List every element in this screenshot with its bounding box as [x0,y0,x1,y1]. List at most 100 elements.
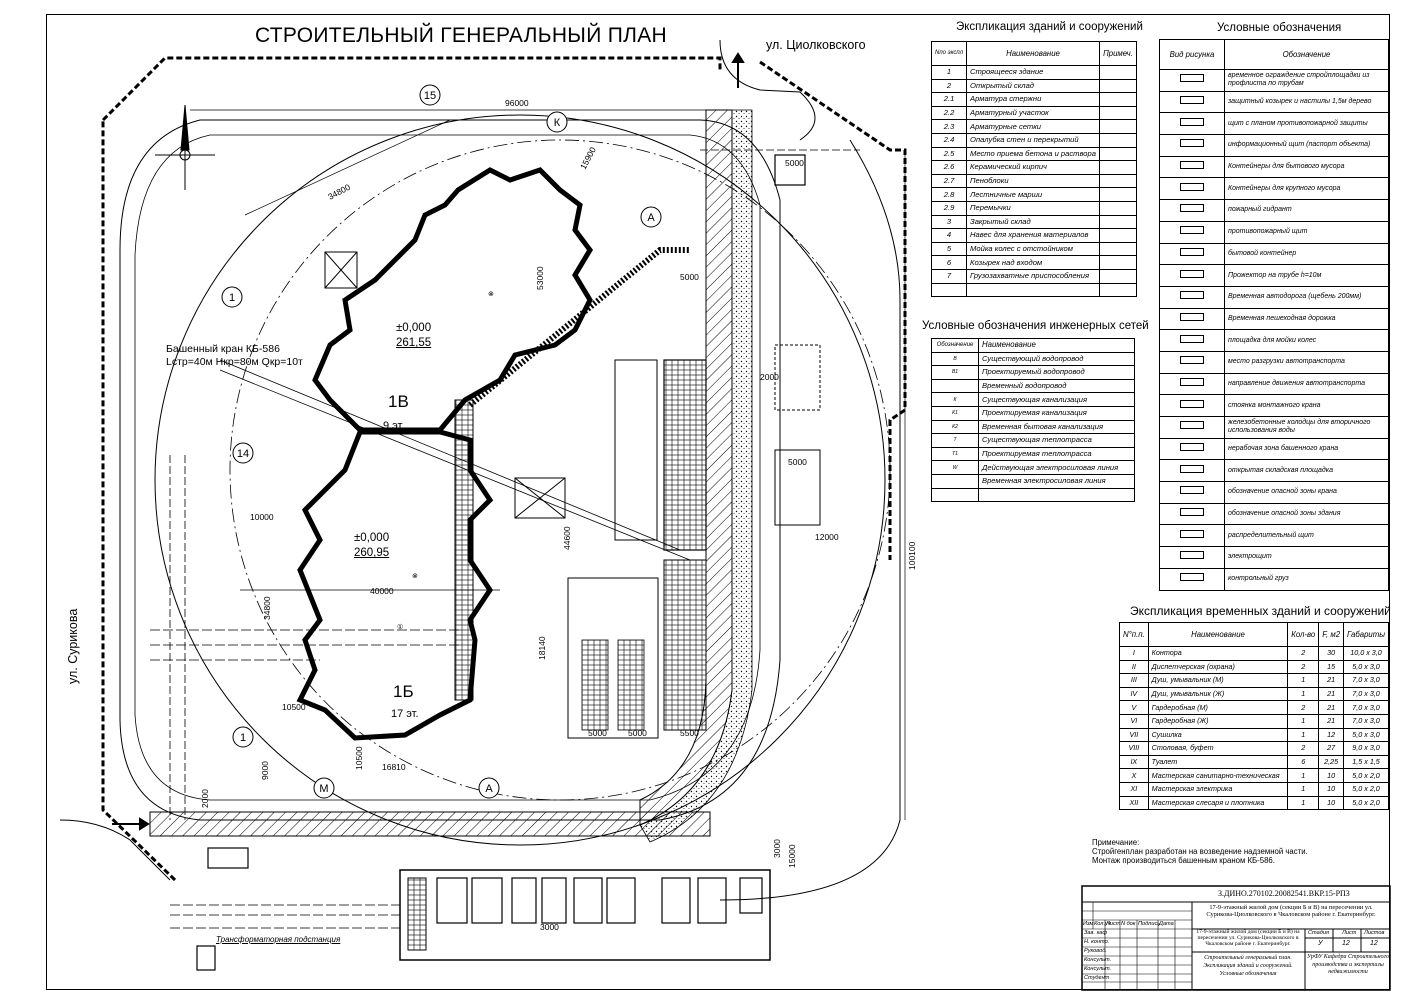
svg-text:14: 14 [237,448,249,460]
note-line-2: Монтаж производиться башенным краном КБ-… [1092,856,1275,865]
drawing-frame [46,14,1390,990]
symbol-row: Контейнеры для бытового мусора [1159,155,1389,179]
street-top: ул. Циолковского [766,38,866,52]
note-line-1: Стройгенплан разработан на возведение на… [1092,847,1308,856]
plan-title: СТРОИТЕЛЬНЫЙ ГЕНЕРАЛЬНЫЙ ПЛАН [255,24,667,47]
stage-value: У [1318,940,1323,947]
symbol-row: железобетонные колодцы для вторичного ис… [1159,416,1389,439]
svg-text:5500: 5500 [680,728,699,738]
symbol-row: Прожектор на трубе h=10м [1159,264,1389,287]
building-1v-floors: 9 эт. [383,420,405,432]
symbol-row: временное ограждение стройплощадки из пр… [1159,69,1389,92]
svg-text:53000: 53000 [535,266,545,290]
symbol-row: бытовой контейнер [1159,242,1389,266]
svg-text:2000: 2000 [200,789,210,808]
explication-title: Экспликация зданий и сооружений [956,21,1143,33]
svg-text:А: А [647,212,655,224]
symbol-row: обозначение опасной зоны крана [1159,481,1389,504]
legend-symbol-icon [1159,134,1225,157]
svg-text:5000: 5000 [680,272,699,282]
building-1b [296,429,494,741]
sheets-value: 12 [1370,940,1378,947]
building-1b-level: ±0,000 [354,532,390,544]
north-arrow-icon [155,104,215,190]
axis-label: 15 [424,90,436,102]
svg-text:5000: 5000 [788,457,807,467]
svg-text:9000: 9000 [260,761,270,780]
symbol-row: направление движения автотранспорта [1159,372,1389,396]
stamp-role: Руковод. [1084,948,1107,954]
transformer-label: Трансформаторная подстанция [216,935,341,944]
svg-text:10000: 10000 [250,512,274,522]
temp-title: Экспликация временных зданий и сооружени… [1130,604,1391,618]
network-row [931,487,1135,503]
svg-text:М: М [319,783,328,795]
sheet-value: 12 [1342,940,1350,947]
svg-text:12000: 12000 [815,532,839,542]
stamp-role: Зав. каф [1084,930,1107,936]
svg-text:3000: 3000 [772,839,782,858]
stamp-header-cell: Лист [1106,921,1121,927]
legend-symbol-icon [1159,177,1225,201]
symbol-row: открытая складская площадка [1159,459,1389,483]
symbols-title: Условные обозначения [1217,22,1342,34]
stamp-header-cell: Дата [1159,921,1174,927]
svg-text:96000: 96000 [505,98,529,108]
symbol-row: стоянка монтажного крана [1159,394,1389,417]
symbol-row: защитный козырек и настилы 1,5м дерево [1159,90,1389,114]
svg-text:10500: 10500 [282,702,306,712]
symbol-row: Контейнеры для крупного мусора [1159,177,1389,201]
network-row: Временная электросиловая линия [931,473,1135,489]
stamp-role: Н. контр. [1084,939,1110,945]
networks-title: Условные обозначения инженерных сетей [922,320,1149,332]
sheet-header: Лист [1342,930,1357,936]
crane-params: Lстр=40м Hкр=80м Qкр=10т [166,356,303,368]
svg-text:К: К [554,117,561,129]
stage-header: Стадия [1308,930,1329,936]
stamp-role: Студент [1084,975,1110,981]
symbol-row: распределительный щит [1159,524,1389,548]
crane-name: Башенный кран КБ-586 [166,343,280,355]
project-name-short: 17-9-этажный жилой дом (секции Б и В) на… [1196,929,1300,948]
svg-text:①: ① [397,623,403,631]
svg-text:44600: 44600 [562,526,572,550]
project-name: 17-9-этажный жилой дом (секции Б и В) на… [1206,904,1376,919]
svg-text:10500: 10500 [354,746,364,770]
symbol-row: Временная пешеходная дорожка [1159,307,1389,331]
building-1v-level: ±0,000 [396,322,432,334]
legend-symbol-icon [1159,155,1225,179]
note-heading: Примечание: [1092,838,1140,847]
svg-text:А: А [485,783,493,795]
building-1v [312,167,594,433]
svg-text:1: 1 [240,732,246,744]
svg-text:2000: 2000 [760,372,779,382]
svg-text:1: 1 [229,292,235,304]
symbol-row: щит с планом противопожарной защиты [1159,112,1389,136]
svg-text:100100: 100100 [907,541,917,570]
building-1v-name: 1В [388,392,409,411]
organization: УрФУ Кафедра Строительного производства … [1307,954,1389,975]
doc-code: З.ДИНО.270102.20082541.ВКР.15-РПЗ [1218,889,1350,898]
stamp-header-cell: N док [1121,921,1136,927]
symbol-row: контрольный груз [1159,567,1389,591]
explication-row [930,282,1138,298]
stamp-role: Консульт. [1084,966,1112,972]
svg-text:5000: 5000 [628,728,647,738]
svg-text:16810: 16810 [382,762,406,772]
